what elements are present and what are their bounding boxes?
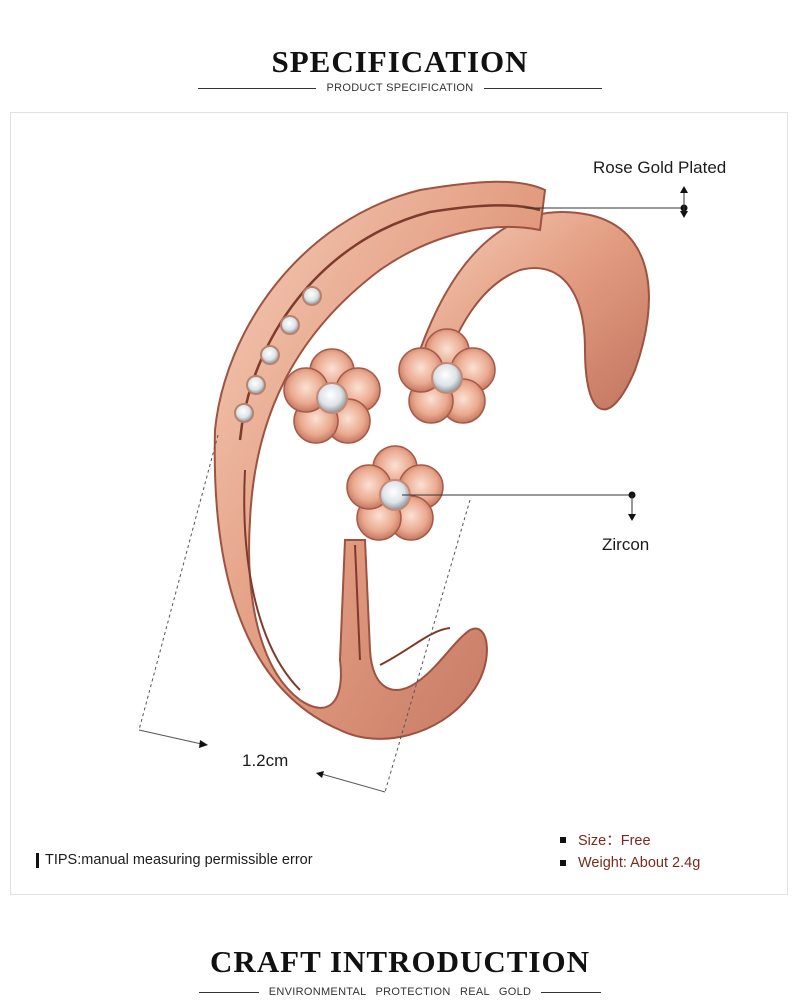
product-frame — [10, 112, 788, 895]
small-zircon-1 — [302, 286, 322, 306]
small-zircon-4 — [246, 375, 266, 395]
width-label: 1.2cm — [242, 751, 289, 770]
spec-item-weight: Weight: About 2.4g — [560, 851, 700, 874]
stone-label: Zircon — [602, 535, 650, 554]
craft-subtitle-bar: ENVIRONMENTAL PROTECTION REAL GOLD — [0, 986, 800, 998]
zircon-strip — [234, 286, 322, 423]
divider-left — [198, 87, 317, 89]
tips-bar-icon — [36, 852, 39, 868]
flower-center — [346, 445, 444, 541]
spec-weight-text: Weight: About 2.4g — [578, 854, 701, 871]
bullet-square-icon — [560, 859, 566, 866]
small-zircon-3 — [260, 345, 280, 365]
specification-subtitle-bar: PRODUCT SPECIFICATION — [0, 82, 800, 94]
divider-left — [198, 991, 259, 993]
craft-subtitle: ENVIRONMENTAL PROTECTION REAL GOLD — [268, 986, 532, 998]
spec-size-text: Size：Free — [578, 833, 651, 849]
spec-list: Size：Free Weight: About 2.4g — [560, 828, 700, 874]
flower-right — [398, 328, 496, 424]
specification-subtitle: PRODUCT SPECIFICATION — [326, 82, 474, 94]
plating-label: Rose Gold Plated — [593, 158, 727, 177]
bullet-square-icon — [560, 836, 566, 843]
tips-text: TIPS:manual measuring permissible error — [45, 852, 313, 868]
width-dimension — [138, 434, 471, 793]
tips-note: TIPS:manual measuring permissible error — [36, 852, 313, 868]
small-zircon-2 — [280, 315, 300, 335]
flower-left — [283, 348, 381, 444]
craft-title: CRAFT INTRODUCTION — [210, 944, 590, 979]
spec-item-size: Size：Free — [560, 828, 700, 851]
divider-right — [483, 87, 602, 89]
callout-plating-line — [525, 186, 688, 218]
small-zircon-5 — [234, 403, 254, 423]
divider-right — [541, 991, 602, 993]
specification-title: SPECIFICATION — [271, 44, 529, 79]
callout-stone-line — [402, 491, 636, 521]
